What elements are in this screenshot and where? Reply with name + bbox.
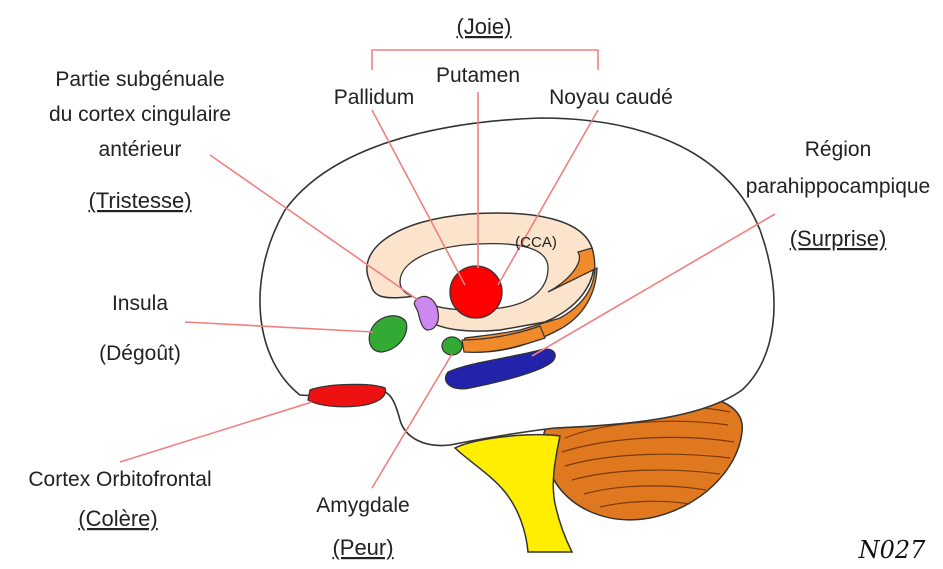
subgenual-label-line1: Partie subgénuale [55, 68, 224, 91]
joie-label: (Joie) [456, 14, 511, 39]
subgenual-label-line3: antérieur [99, 138, 182, 161]
pallidum-label: Pallidum [334, 86, 415, 109]
putamen-label: Putamen [436, 64, 520, 87]
region-label-line1: Région [805, 138, 872, 161]
orbitofrontal-shape [308, 384, 386, 406]
cca-label: (CCA) [515, 234, 557, 251]
brainstem [455, 435, 572, 552]
figure-code: N027 [858, 536, 927, 564]
amygdale-label: Amygdale [316, 494, 409, 517]
peur-label: (Peur) [332, 535, 393, 560]
colere-label: (Colère) [78, 506, 157, 531]
tristesse-label: (Tristesse) [88, 188, 191, 213]
surprise-label: (Surprise) [790, 226, 887, 251]
degout-label: (Dégoût) [99, 342, 181, 365]
subgenual-label-line2: du cortex cingulaire [49, 103, 231, 126]
region-label-line2: parahippocampique [746, 175, 930, 198]
insula-label: Insula [112, 292, 168, 315]
amygdala-shape [442, 337, 462, 355]
noyau-caude-label: Noyau caudé [549, 86, 673, 109]
cortex-orbitofrontal-label: Cortex Orbitofrontal [28, 468, 211, 491]
putamen-shape [450, 266, 502, 318]
